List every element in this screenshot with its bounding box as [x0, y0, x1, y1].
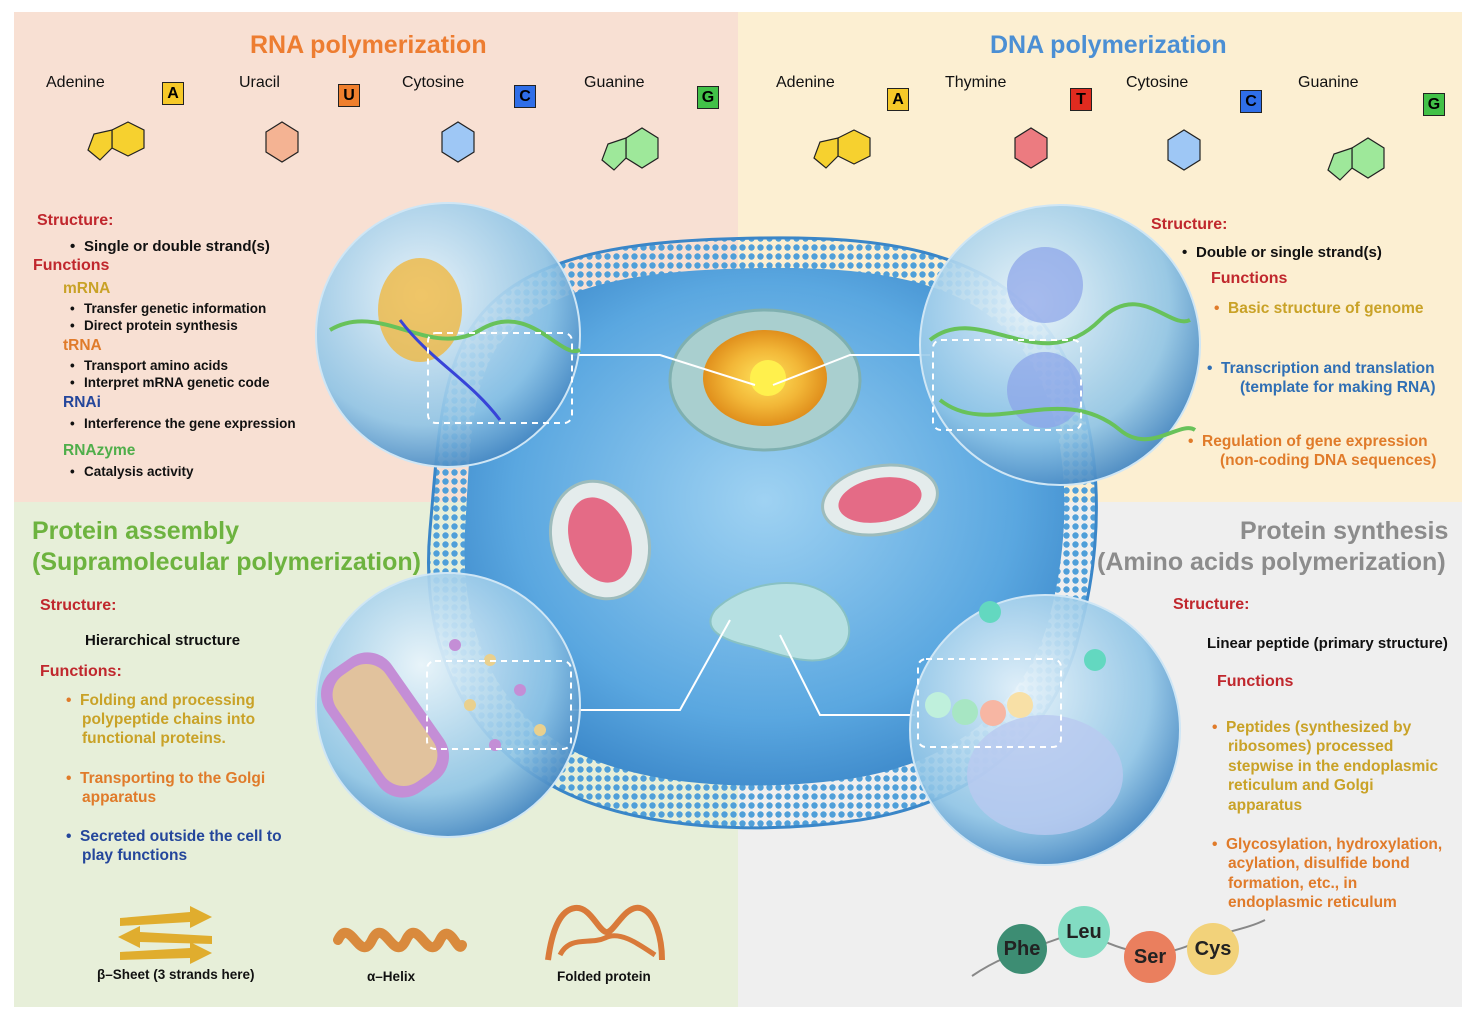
dna-structure-label: Structure:	[1151, 216, 1228, 233]
rna-function-item: •Transport amino acids	[70, 358, 229, 373]
dna-functions-label: Functions	[1211, 270, 1288, 287]
assembly-subtitle: (Supramolecular polymerization)	[32, 548, 421, 576]
dna-base-name: Cytosine	[1126, 74, 1189, 91]
rnazyme-label: RNAzyme	[63, 442, 136, 459]
beta-sheet-icon	[118, 906, 212, 964]
dna-title: DNA polymerization	[990, 31, 1227, 59]
dna-base-badge: G	[1423, 93, 1445, 116]
rna-base-badge: A	[162, 82, 184, 105]
synthesis-subtitle: (Amino acids polymerization)	[1097, 548, 1446, 576]
alpha-helix-label: α–Helix	[367, 969, 416, 984]
synthesis-structure-item: Linear peptide (primary structure)	[1207, 635, 1448, 652]
amino-acid-ball: Cys	[1187, 923, 1239, 975]
amino-acid-ball: Phe	[997, 924, 1047, 974]
rna-functions-label: Functions	[33, 257, 110, 274]
assembly-function-item: •Folding and processing	[66, 692, 255, 709]
assembly-structure-label: Structure:	[40, 597, 117, 614]
rna-function-item: •Interpret mRNA genetic code	[70, 375, 270, 390]
folded-protein-label: Folded protein	[557, 969, 651, 984]
assembly-functions-label: Functions:	[40, 663, 122, 680]
assembly-function-item: •Transporting to the Golgi	[66, 770, 266, 787]
synthesis-structure-label: Structure:	[1173, 596, 1250, 613]
trna-label: tRNA	[63, 337, 102, 354]
rna-function-item: •Catalysis activity	[70, 464, 194, 479]
synthesis-title: Protein synthesis	[1240, 517, 1449, 545]
rna-function-item: •Direct protein synthesis	[70, 318, 238, 333]
mrna-label: mRNA	[63, 280, 111, 297]
assembly-function-item-cont: functional proteins.	[82, 730, 226, 747]
rnai-label: RNAi	[63, 394, 101, 411]
rna-base-name: Uracil	[239, 74, 280, 91]
synthesis-function-item: •Peptides (synthesized by	[1212, 719, 1412, 736]
assembly-structure-item: Hierarchical structure	[85, 632, 241, 649]
dna-function-item-cont: (template for making RNA)	[1240, 379, 1436, 396]
folded-protein-icon	[545, 904, 665, 961]
dna-function-item: •Basic structure of genome	[1214, 300, 1424, 317]
rna-function-item: •Transfer genetic information	[70, 301, 267, 316]
synthesis-function-item-cont: acylation, disulfide bond	[1228, 855, 1410, 872]
rna-base-name: Cytosine	[402, 74, 465, 91]
assembly-title: Protein assembly	[32, 517, 240, 545]
dna-base-badge: C	[1240, 90, 1262, 113]
dna-function-item-cont: (non-coding DNA sequences)	[1220, 452, 1437, 469]
assembly-function-item: •Secreted outside the cell to	[66, 828, 282, 845]
dna-base-badge: T	[1070, 88, 1092, 111]
dna-base-name: Adenine	[776, 74, 835, 91]
rna-base-name: Guanine	[584, 74, 645, 91]
dna-base-badge: A	[887, 88, 909, 111]
synthesis-function-item-cont: ribosomes) processed	[1228, 738, 1394, 755]
rna-base-name: Adenine	[46, 74, 105, 91]
rna-structure-item: •Single or double strand(s)	[70, 238, 270, 255]
rna-base-badge: U	[338, 84, 360, 107]
assembly-function-item-cont: polypeptide chains into	[82, 711, 256, 728]
dna-function-item: •Regulation of gene expression	[1188, 433, 1428, 450]
synthesis-function-item-cont: stepwise in the endoplasmic	[1228, 758, 1439, 775]
amino-acid-ball: Leu	[1058, 906, 1110, 958]
beta-sheet-label: β–Sheet (3 strands here)	[97, 967, 255, 982]
rna-base-badge: G	[697, 86, 719, 109]
dna-base-name: Thymine	[945, 74, 1007, 91]
rna-base-badge: C	[514, 85, 536, 108]
synthesis-function-item-cont: apparatus	[1228, 797, 1303, 814]
rna-title: RNA polymerization	[250, 31, 487, 59]
assembly-function-item-cont: apparatus	[82, 789, 157, 806]
synthesis-function-item-cont: formation, etc., in	[1228, 875, 1358, 892]
alpha-helix-icon	[333, 927, 467, 953]
dna-base-name: Guanine	[1298, 74, 1359, 91]
dna-function-item: •Transcription and translation	[1207, 360, 1435, 377]
dna-structure-item: •Double or single strand(s)	[1182, 244, 1382, 261]
amino-acid-ball: Ser	[1124, 931, 1176, 983]
rna-structure-label: Structure:	[37, 212, 114, 229]
rna-function-item: •Interference the gene expression	[70, 416, 296, 431]
synthesis-function-item-cont: endoplasmic reticulum	[1228, 894, 1397, 911]
synthesis-functions-label: Functions	[1217, 673, 1294, 690]
synthesis-function-item: •Glycosylation, hydroxylation,	[1212, 836, 1443, 853]
synthesis-function-item-cont: reticulum and Golgi	[1228, 777, 1374, 794]
assembly-function-item-cont: play functions	[82, 847, 188, 864]
